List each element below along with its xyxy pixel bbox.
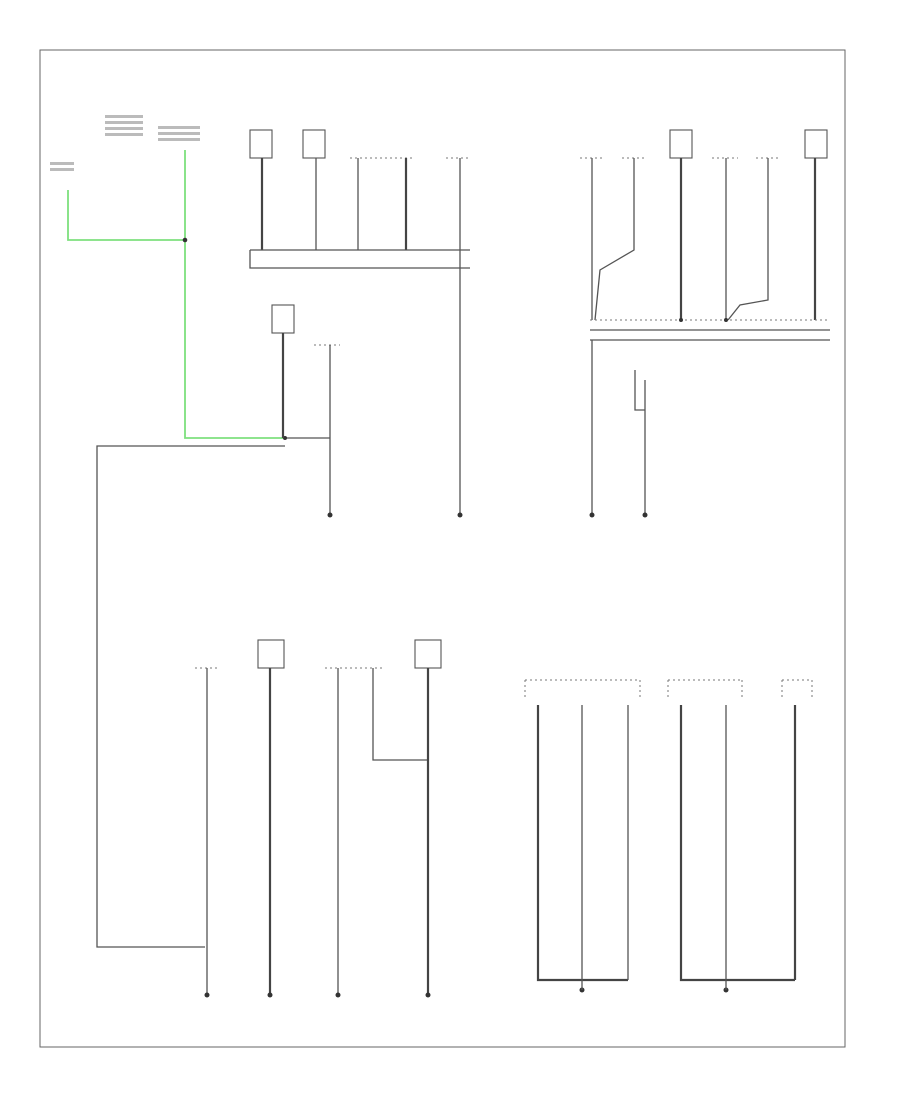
switch-box-2	[302, 129, 326, 159]
top-left-circuit	[50, 115, 330, 948]
wire-to-lower-left	[96, 437, 330, 948]
bottom-right-circuit	[524, 679, 813, 993]
green-wire-vertical	[184, 150, 285, 439]
switch-box-3	[271, 304, 295, 334]
top-middle-circuit	[249, 129, 470, 518]
top-right-circuit	[580, 129, 830, 518]
bottom-left-circuit	[195, 639, 442, 998]
green-wire-left	[67, 190, 185, 241]
caption-marks-top-left	[50, 115, 200, 171]
switch-box-1	[249, 129, 273, 159]
diagram-frame	[39, 49, 846, 1048]
